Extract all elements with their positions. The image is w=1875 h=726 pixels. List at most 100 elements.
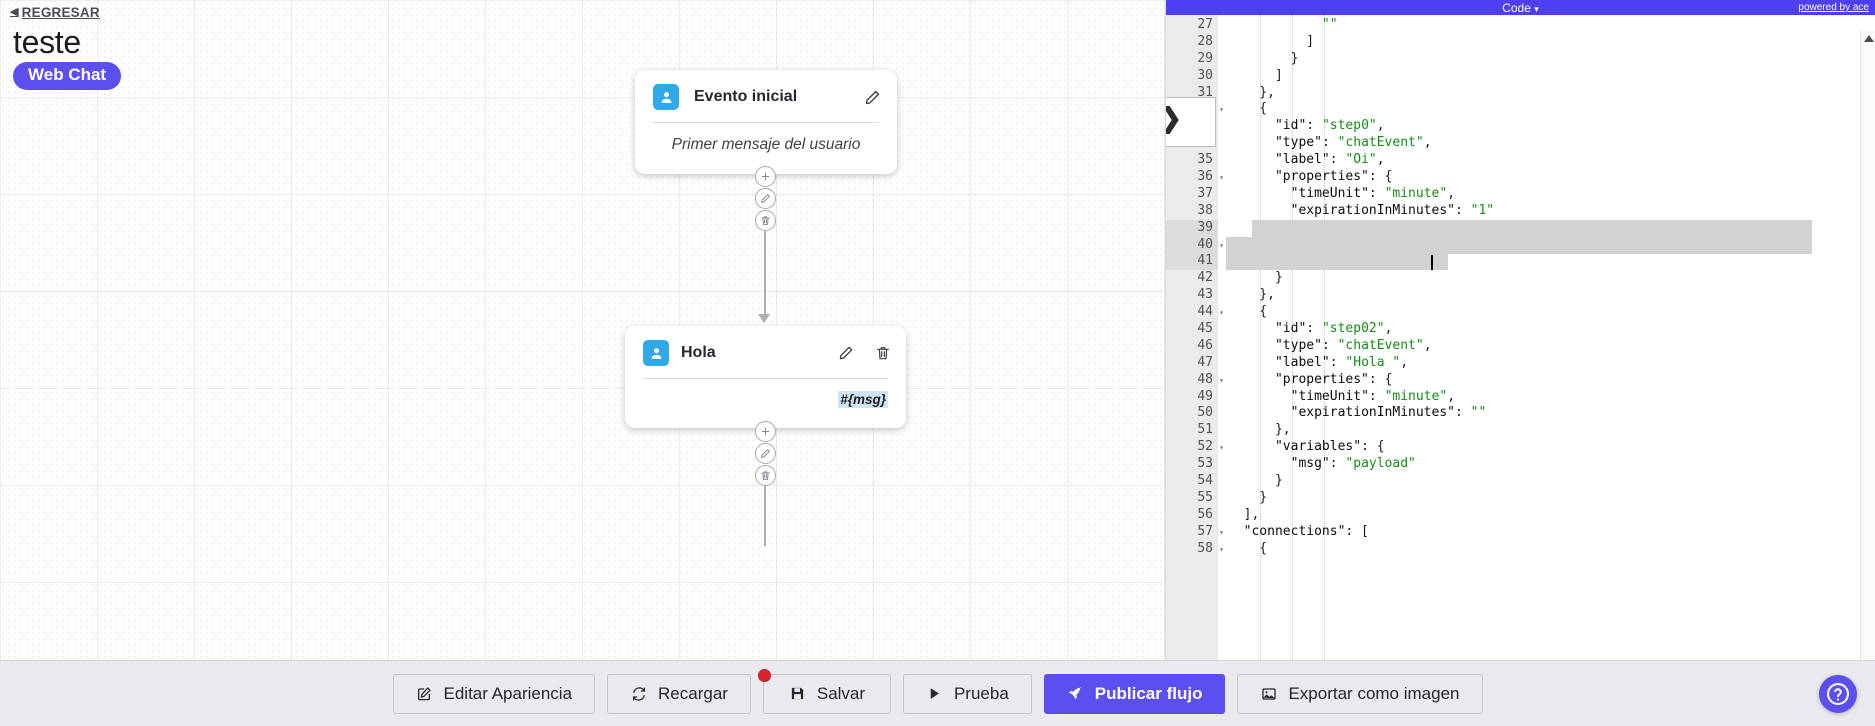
trash-icon[interactable] (875, 345, 892, 362)
code-line[interactable]: "expirationInMinutes": "1" (1290, 202, 1495, 218)
gutter-line[interactable]: 31 (1197, 84, 1213, 100)
test-label: Prueba (953, 683, 1009, 703)
code-line[interactable]: }, (1228, 84, 1275, 100)
bottom-toolbar: Editar Apariencia Recargar Salvar (0, 660, 1875, 726)
gutter-line[interactable]: 58▾ (1197, 540, 1224, 556)
code-editor-title[interactable]: Code ▾ (1166, 1, 1875, 15)
code-line[interactable]: }, (1228, 219, 1291, 235)
code-line[interactable]: } (1228, 50, 1299, 66)
code-line[interactable]: }, (1228, 287, 1275, 303)
gutter-line[interactable]: 48▾ (1197, 371, 1224, 387)
code-content[interactable]: "" ] } ] }, { "id": "step0", "type": "ch… (1218, 15, 1875, 660)
trash-circle-icon[interactable] (755, 210, 776, 231)
code-line[interactable]: ] (1228, 33, 1315, 49)
publish-flow-button[interactable]: Publicar flujo (1043, 673, 1226, 714)
code-line[interactable]: "msg": "payload" (1290, 456, 1416, 472)
node-controls-2[interactable] (755, 421, 776, 487)
gutter-line[interactable]: 35 (1197, 152, 1213, 168)
gutter-line[interactable]: 55 (1197, 489, 1213, 505)
node-controls-1[interactable] (755, 166, 776, 232)
code-line[interactable]: "H": "payload" (1290, 253, 1401, 269)
reload-button[interactable]: Recargar (607, 673, 751, 714)
gutter-line[interactable]: 28 (1197, 33, 1213, 49)
code-line[interactable]: { (1228, 304, 1268, 320)
back-link[interactable]: ◀ REGRESAR (10, 5, 100, 20)
node-body: Primer mensaje del usuario (635, 123, 897, 174)
node-divider (643, 378, 888, 379)
gutter-line[interactable]: 41 (1166, 253, 1218, 271)
gutter-line[interactable]: 51 (1197, 422, 1213, 438)
code-editor-panel[interactable]: Code ▾ powered by ace 272829303132▾33343… (1165, 0, 1875, 660)
code-line[interactable]: "label": "Oi", (1274, 152, 1385, 168)
triangle-up-icon[interactable] (1864, 35, 1874, 42)
gutter-line[interactable]: 57▾ (1197, 523, 1224, 539)
gutter-line[interactable]: 46 (1197, 337, 1213, 353)
gutter-line[interactable]: 44▾ (1197, 304, 1224, 320)
powered-by-ace-link[interactable]: powered by ace (1798, 2, 1869, 13)
export-image-button[interactable]: Exportar como imagen (1237, 673, 1483, 714)
code-line[interactable]: { (1228, 101, 1268, 117)
gutter-line[interactable]: 40▾ (1166, 236, 1224, 254)
code-line[interactable]: "" (1321, 17, 1338, 32)
code-line[interactable]: "timeUnit": "minute", (1290, 388, 1456, 404)
flow-canvas[interactable]: ◀ REGRESAR teste Web Chat Evento inicial (0, 0, 1165, 660)
code-line[interactable]: "variables": { (1274, 439, 1385, 455)
play-icon (926, 685, 943, 702)
code-line[interactable]: }, (1228, 422, 1291, 438)
code-line[interactable]: "timeUnit": "minute", (1290, 185, 1456, 201)
test-button[interactable]: Prueba (902, 673, 1032, 714)
gutter-line[interactable]: 53 (1197, 456, 1213, 472)
code-line[interactable]: "type": "chatEvent", (1274, 135, 1432, 151)
plus-circle-icon[interactable] (755, 421, 776, 442)
code-line[interactable]: ], (1228, 506, 1260, 522)
gutter-line[interactable]: 37 (1197, 185, 1213, 201)
gutter-line[interactable]: 47 (1197, 354, 1213, 370)
text-cursor (1431, 254, 1433, 270)
trash-circle-icon[interactable] (755, 465, 776, 486)
code-line[interactable]: } (1228, 473, 1283, 489)
pencil-circle-icon[interactable] (755, 443, 776, 464)
gutter-line[interactable]: 49 (1197, 388, 1213, 404)
gutter-line[interactable]: 39 (1166, 219, 1218, 237)
code-line[interactable]: "variables": { (1274, 236, 1385, 252)
code-line[interactable]: { (1228, 540, 1268, 556)
code-line[interactable]: } (1228, 489, 1268, 505)
code-line[interactable]: } (1228, 270, 1283, 286)
help-button[interactable] (1819, 675, 1857, 713)
refresh-icon (630, 685, 647, 702)
save-button[interactable]: Salvar (757, 668, 891, 714)
code-line[interactable]: "expirationInMinutes": "" (1290, 405, 1487, 421)
editor-scrollbar[interactable] (1860, 30, 1875, 660)
connector-line (764, 486, 766, 546)
flow-node-evento-inicial[interactable]: Evento inicial Primer mensaje del usuari… (635, 70, 897, 174)
gutter-line[interactable]: 38 (1197, 202, 1213, 218)
pencil-icon[interactable] (864, 89, 881, 106)
code-fold-widget[interactable]: ❯ (1166, 97, 1216, 147)
code-line[interactable]: "properties": { (1274, 169, 1393, 185)
plus-circle-icon[interactable] (755, 166, 776, 187)
gutter-line[interactable]: 45 (1197, 321, 1213, 337)
gutter-line[interactable]: 42 (1197, 270, 1213, 286)
gutter-line[interactable]: 29 (1197, 50, 1213, 66)
code-line[interactable]: "label": "Hola ", (1274, 354, 1409, 370)
code-line[interactable]: "id": "step02", (1274, 321, 1393, 337)
edit-appearance-button[interactable]: Editar Apariencia (392, 673, 596, 714)
gutter-line[interactable]: 52▾ (1197, 439, 1224, 455)
code-line[interactable]: "connections": [ (1243, 523, 1369, 539)
gutter-line[interactable]: 36▾ (1197, 169, 1224, 185)
code-line[interactable]: "type": "chatEvent", (1274, 337, 1432, 353)
code-line[interactable]: "properties": { (1274, 371, 1393, 387)
gutter-line[interactable]: 30 (1197, 67, 1213, 83)
chevron-right-icon[interactable]: ❯ (1166, 105, 1182, 132)
gutter-line[interactable]: 50 (1197, 405, 1213, 421)
flow-node-hola[interactable]: Hola #{msg} (625, 326, 906, 428)
gutter-line[interactable]: 54 (1197, 473, 1213, 489)
code-line[interactable]: "id": "step0", (1274, 118, 1385, 134)
code-editor-body[interactable]: 272829303132▾33343536▾37383940▾41424344▾… (1166, 15, 1875, 660)
pencil-circle-icon[interactable] (755, 188, 776, 209)
gutter-line[interactable]: 43 (1197, 287, 1213, 303)
gutter-line[interactable]: 56 (1197, 506, 1213, 522)
pencil-icon[interactable] (838, 345, 855, 362)
code-line[interactable]: ] (1228, 67, 1283, 83)
gutter-line[interactable]: 27 (1197, 17, 1213, 32)
